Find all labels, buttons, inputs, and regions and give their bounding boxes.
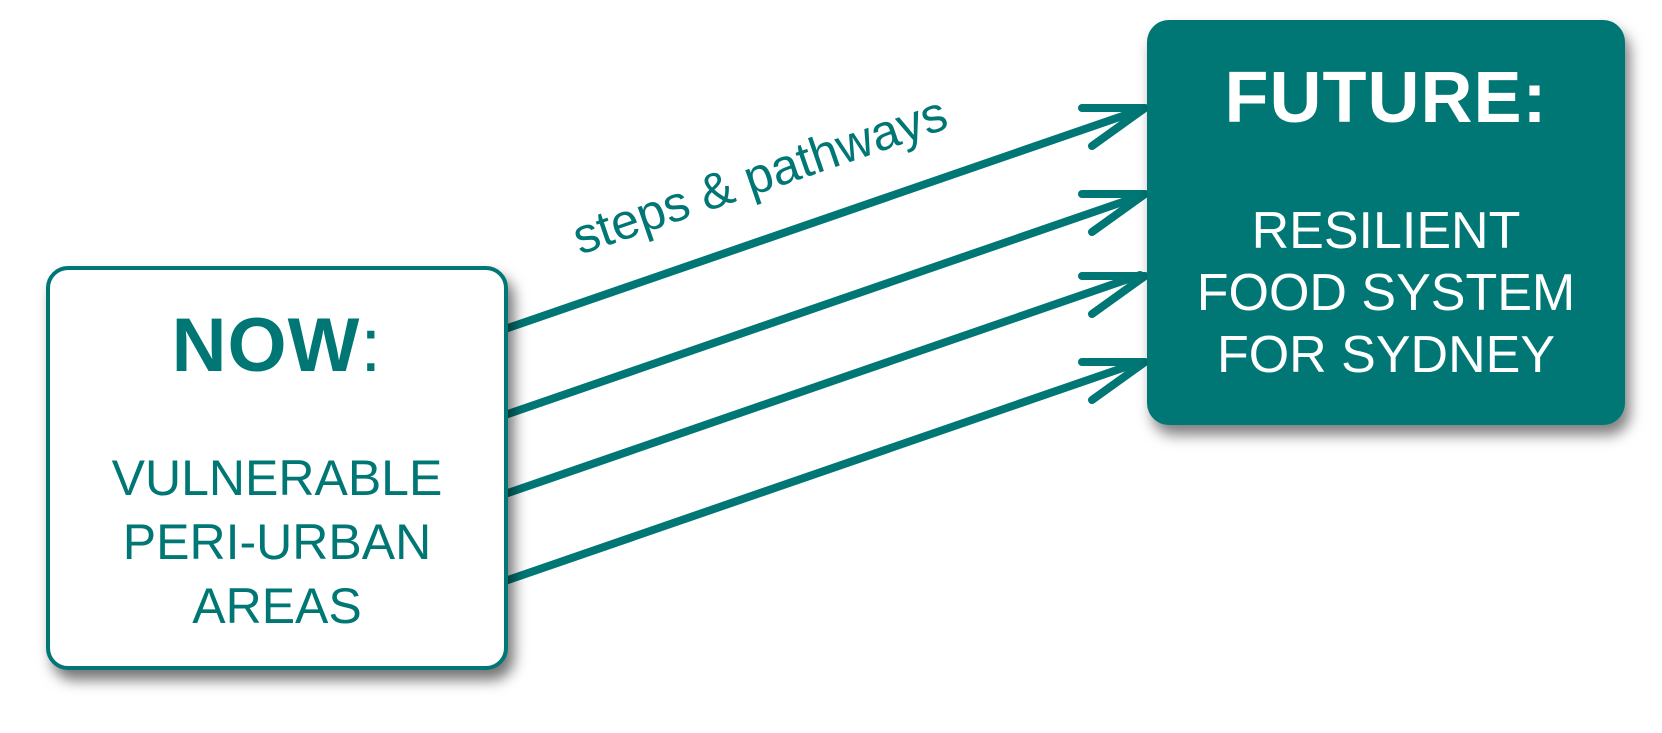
now-line-2: PERI-URBAN	[122, 514, 432, 570]
future-line-1: RESILIENT	[1251, 202, 1521, 260]
now-box: NOW: VULNERABLE PERI-URBAN AREAS	[46, 266, 508, 670]
now-title-text: NOW	[171, 303, 361, 388]
future-box: FUTURE: RESILIENT FOOD SYSTEM FOR SYDNEY	[1147, 20, 1625, 425]
arrow-1	[504, 104, 1149, 332]
future-title: FUTURE:	[1224, 58, 1548, 138]
future-line-2: FOOD SYSTEM	[1196, 264, 1576, 322]
now-title: NOW:	[172, 308, 383, 384]
now-description: VULNERABLE PERI-URBAN AREAS	[112, 446, 443, 638]
now-title-colon: :	[360, 303, 383, 388]
arrow-4	[504, 358, 1149, 584]
now-line-1: VULNERABLE	[111, 450, 443, 506]
arrow-3	[504, 271, 1149, 497]
now-line-3: AREAS	[192, 578, 362, 634]
arrow-2	[504, 190, 1149, 418]
future-description: RESILIENT FOOD SYSTEM FOR SYDNEY	[1197, 200, 1575, 386]
future-line-3: FOR SYDNEY	[1216, 326, 1556, 384]
